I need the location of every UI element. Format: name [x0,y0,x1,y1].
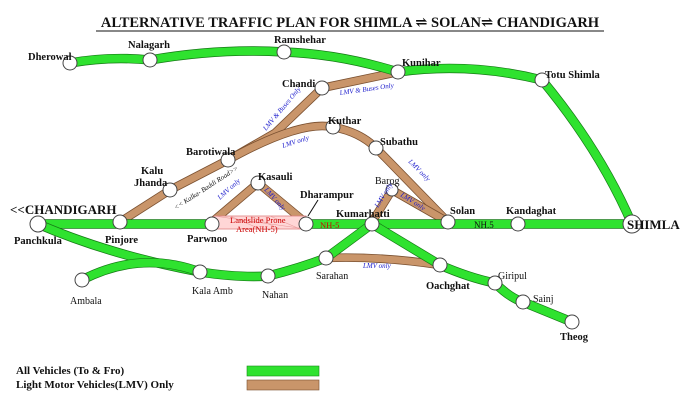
label-ramshehar: Ramshehar [274,35,326,46]
place-labels: Dherowal Nalagarh Ramshehar Chandi Kunih… [10,35,680,343]
node-kuthar [325,119,341,135]
dharampur-pointer [307,199,319,217]
node-totu-shimla [534,72,550,88]
label-kumarhatti: Kumarhatti [336,209,390,220]
label-kunihar: Kunihar [402,58,441,69]
node-barog [385,183,399,197]
label-jhanda: Jhanda [134,178,168,189]
node-kala-amb [192,264,208,280]
annotation-lmv-only-oachghat: LMV only [362,262,392,270]
node-solan [440,214,456,230]
node-dharampur [298,216,314,232]
label-parwnoo: Parwnoo [187,234,227,245]
node-sainj [515,294,531,310]
node-dherowal [62,55,78,71]
node-kasauli [250,175,266,191]
node-parwnoo [204,216,220,232]
label-kuthar: Kuthar [328,116,362,127]
route-sarahan-oachghat [322,254,444,269]
node-ambala [74,272,90,288]
label-oachghat: Oachghat [426,281,470,292]
label-barotiwala: Barotiwala [186,147,236,158]
label-dherowal: Dherowal [28,52,72,63]
label-kalu: Kalu [141,166,163,177]
label-nahan: Nahan [262,290,288,301]
label-barog: Barog [375,176,399,187]
node-sarahan [318,250,334,266]
node-subathu [368,140,384,156]
annotation-landslide-2: Area(NH-5) [236,224,278,234]
node-kalu-jhanda [162,182,178,198]
route-panchkula-kumarhatti [34,220,376,281]
label-ambala: Ambala [70,296,102,307]
node-nahan [260,268,276,284]
node-nalagarh [142,52,158,68]
node-oachghat [432,257,448,273]
label-giripul: Giripul [498,271,527,282]
label-nalagarh: Nalagarh [128,40,170,51]
label-solan: Solan [450,206,475,217]
node-kunihar [390,64,406,80]
route-ambala-kalaamb [78,258,204,284]
label-kala-amb: Kala Amb [192,286,233,297]
annotation-nh5-right: NH.5 [474,220,494,230]
label-dharampur: Dharampur [300,190,354,201]
label-shimla: SHIMLA [627,217,680,232]
route-parwnoo-kasauli [208,179,262,226]
label-subathu: Subathu [380,137,418,148]
legend-all-vehicles-label: All Vehicles (To & Fro) [16,365,125,377]
node-barotiwala [220,152,236,168]
legend-lmv-label: Light Motor Vehicles(LMV) Only [16,379,174,391]
label-panchkula: Panchkula [14,236,63,247]
route-kumarhatti-theog [368,220,576,326]
label-pinjore: Pinjore [105,235,138,246]
label-totu-shimla: Totu Shimla [545,70,601,81]
label-kandaghat: Kandaghat [506,206,557,217]
annotation-nh5-left: NH-5 [320,220,339,230]
place-nodes [29,44,642,330]
label-kasauli: Kasauli [258,172,293,183]
label-chandigarh: <<CHANDIGARH [10,202,117,217]
node-giripul [487,275,503,291]
node-kumarhatti [364,216,380,232]
landslide-hatch [213,215,307,230]
node-ramshehar [276,44,292,60]
map-title: ALTERNATIVE TRAFFIC PLAN FOR SHIMLA ⇌ SO… [101,15,600,31]
node-pinjore [112,214,128,230]
legend-lmv-swatch [246,379,320,391]
label-theog: Theog [560,332,589,343]
route-kasauli-dharampur [254,179,309,226]
label-sainj: Sainj [533,294,554,305]
node-kandaghat [510,216,526,232]
node-chandi [314,80,330,96]
node-panchkula [29,215,47,233]
node-shimla [622,214,642,234]
annotation-landslide-1: Landslide Prone [230,215,286,225]
legend: All Vehicles (To & Fro) Light Motor Vehi… [16,365,320,391]
label-sarahan: Sarahan [316,271,348,282]
legend-all-vehicles-swatch [246,365,320,377]
node-theog [564,314,580,330]
label-chandi: Chandi [282,79,315,90]
